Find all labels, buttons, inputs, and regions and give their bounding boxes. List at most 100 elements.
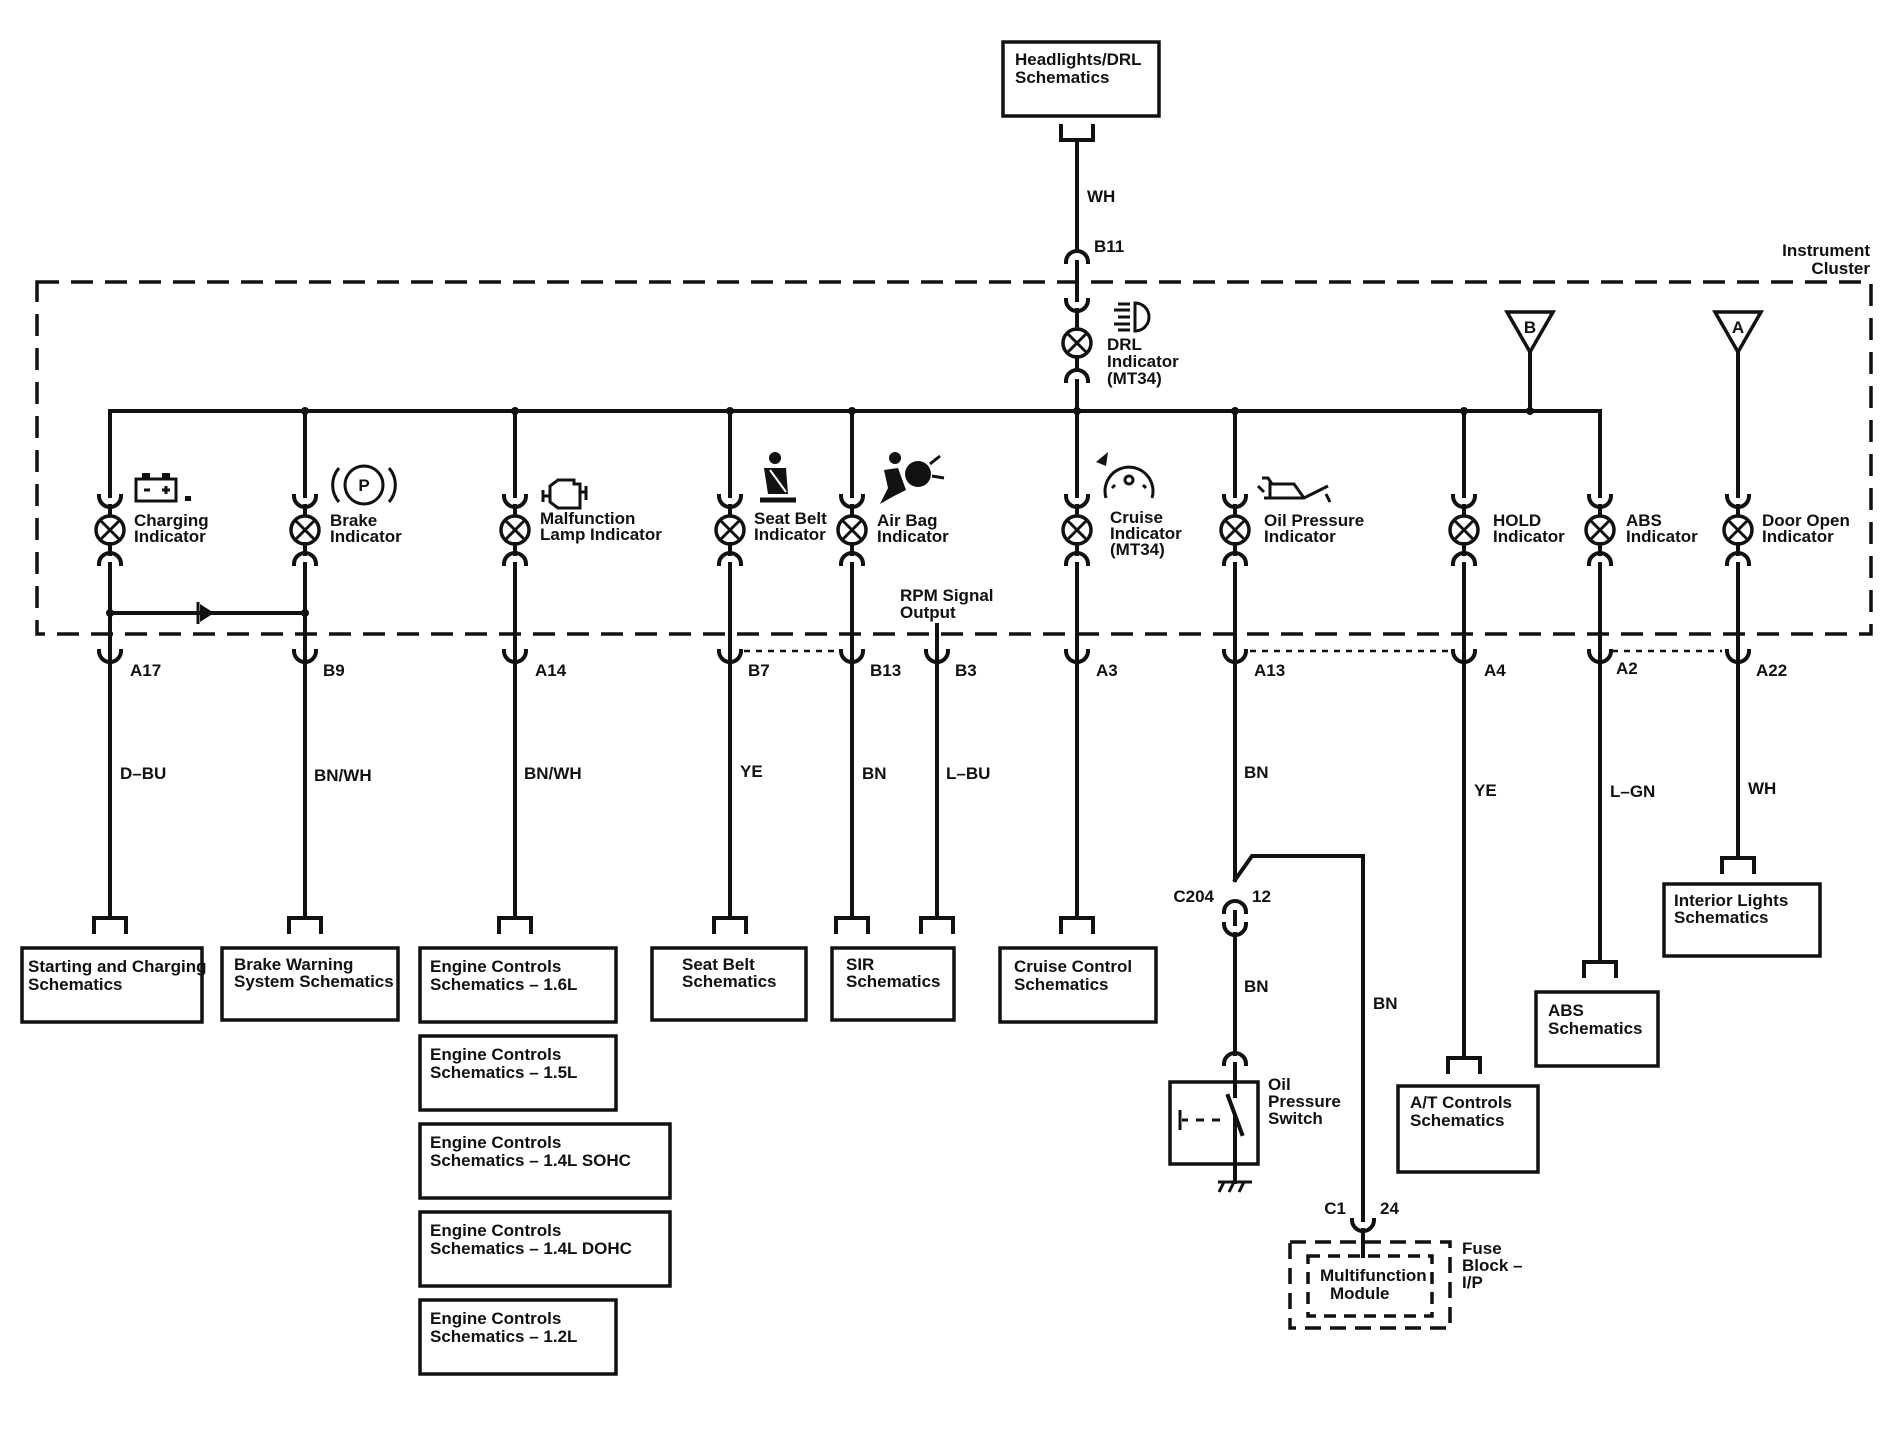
pin-a4: A4 — [1484, 661, 1506, 680]
svg-text:Schematics: Schematics — [1014, 975, 1109, 994]
svg-text:Interior Lights: Interior Lights — [1674, 891, 1788, 910]
headlamp-icon — [1114, 301, 1151, 333]
svg-text:Schematics: Schematics — [1410, 1111, 1505, 1130]
wire-foot-7 — [1446, 1056, 1482, 1074]
mfm-label-line1: Multifunction — [1320, 1266, 1427, 1285]
wire-foot-5 — [919, 916, 955, 934]
svg-text:Cruise Control: Cruise Control — [1014, 957, 1132, 976]
mil-label-line1: Malfunction — [540, 509, 635, 528]
seat-belt-schematics-box[interactable]: Seat Belt Schematics — [650, 946, 808, 1022]
multifunction-module[interactable] — [1306, 1254, 1434, 1318]
engine-controls-16l-schematics-box[interactable]: Engine Controls Schematics – 1.6L — [418, 946, 618, 1024]
oil-pressure-switch[interactable] — [1168, 1062, 1260, 1184]
cluster-label-line2: Cluster — [1811, 259, 1870, 278]
svg-text:Seat Belt: Seat Belt — [682, 955, 755, 974]
starting-charging-schematics-box[interactable]: Starting and Charging Schematics — [20, 946, 207, 1024]
at-controls-schematics-box[interactable]: A/T Controls Schematics — [1396, 1084, 1540, 1174]
abs-label-line2: Indicator — [1626, 527, 1698, 546]
svg-text:System Schematics: System Schematics — [234, 972, 394, 991]
engine-controls-14l-sohc-schematics-box[interactable]: Engine Controls Schematics – 1.4L SOHC — [418, 1122, 672, 1200]
cruise-control-schematics-box[interactable]: Cruise Control Schematics — [998, 946, 1158, 1024]
oil-switch-label-line1: Oil — [1268, 1075, 1291, 1094]
pin-b13: B13 — [870, 661, 901, 680]
svg-text:Schematics – 1.4L DOHC: Schematics – 1.4L DOHC — [430, 1239, 632, 1258]
wire-color-bn-4: BN — [1373, 994, 1398, 1013]
mfm-label-line2: Module — [1330, 1284, 1390, 1303]
headlights-line2: Schematics — [1015, 68, 1110, 87]
battery-icon — [134, 473, 191, 503]
pin-a13: A13 — [1254, 661, 1285, 680]
svg-text:B: B — [1524, 318, 1536, 337]
engine-controls-14l-dohc-schematics-box[interactable]: Engine Controls Schematics – 1.4L DOHC — [418, 1210, 672, 1288]
charging-label-line1: Charging — [134, 511, 209, 530]
instrument-cluster-boundary — [35, 280, 1873, 636]
abs-schematics-box[interactable]: ABS Schematics — [1534, 990, 1660, 1068]
svg-text:Schematics: Schematics — [28, 975, 123, 994]
wire-color-bn-2: BN — [1244, 763, 1269, 782]
wire-bn-fuse — [1232, 854, 1365, 1222]
svg-text:Engine Controls: Engine Controls — [430, 1221, 561, 1240]
wire-color-lbu: L–BU — [946, 764, 990, 783]
wire-foot-2 — [497, 916, 533, 934]
interior-lights-schematics-box[interactable]: Interior Lights Schematics — [1662, 882, 1822, 958]
pin-b7: B7 — [748, 661, 770, 680]
engine-controls-12l-schematics-box[interactable]: Engine Controls Schematics – 1.2L — [418, 1298, 618, 1376]
brake-label-line1: Brake — [330, 511, 377, 530]
fuse-block-boundary — [1288, 1240, 1452, 1330]
svg-text:Schematics: Schematics — [1674, 908, 1769, 927]
cruise-label-line3: (MT34) — [1110, 540, 1165, 559]
wire-headlights-color: WH — [1087, 187, 1115, 206]
c204-label: C204 — [1173, 887, 1214, 906]
connector-b11 — [1063, 249, 1091, 265]
svg-text:SIR: SIR — [846, 955, 874, 974]
drl-label-line3: (MT34) — [1107, 369, 1162, 388]
brake-label-line2: Indicator — [330, 527, 402, 546]
lamp-mil — [499, 409, 531, 652]
pin-b9: B9 — [323, 661, 345, 680]
wire-foot-4 — [834, 916, 870, 934]
wire-color-ye-1: YE — [740, 762, 763, 781]
oil-switch-label-line2: Pressure — [1268, 1092, 1341, 1111]
c204-pin: 12 — [1252, 887, 1271, 906]
door-label-line2: Indicator — [1762, 527, 1834, 546]
svg-text:Schematics – 1.5L: Schematics – 1.5L — [430, 1063, 577, 1082]
c1-label: C1 — [1324, 1199, 1346, 1218]
fuse-label-line2: Block – — [1462, 1256, 1522, 1275]
reference-b: B — [1503, 310, 1557, 356]
wire-color-bn-1: BN — [862, 764, 887, 783]
seatbelt-label-line2: Indicator — [754, 525, 826, 544]
engine-controls-15l-schematics-box[interactable]: Engine Controls Schematics – 1.5L — [418, 1034, 618, 1112]
lamp-door — [1722, 486, 1754, 652]
svg-text:Starting and Charging: Starting and Charging — [28, 957, 207, 976]
lamp-abs — [1584, 409, 1616, 652]
sir-schematics-box[interactable]: SIR Schematics — [830, 946, 956, 1022]
svg-text:Brake Warning: Brake Warning — [234, 955, 353, 974]
pin-b11: B11 — [1094, 237, 1124, 256]
headlights-drl-schematics-box[interactable]: Headlights/DRL Schematics — [1001, 40, 1161, 118]
svg-text:Schematics – 1.2L: Schematics – 1.2L — [430, 1327, 577, 1346]
pin-a17: A17 — [130, 661, 161, 680]
diode-symbol — [196, 602, 214, 624]
svg-text:Schematics: Schematics — [1548, 1019, 1643, 1038]
svg-text:Schematics – 1.6L: Schematics – 1.6L — [430, 975, 577, 994]
charging-label-line2: Indicator — [134, 527, 206, 546]
pin-b3: B3 — [955, 661, 977, 680]
brake-warning-schematics-box[interactable]: Brake Warning System Schematics — [220, 946, 400, 1022]
svg-text:Engine Controls: Engine Controls — [430, 1309, 561, 1328]
oil-label-line2: Indicator — [1264, 527, 1336, 546]
wire-foot-1 — [287, 916, 323, 934]
parking-brake-icon: P — [331, 464, 397, 506]
pin-a22: A22 — [1756, 661, 1787, 680]
svg-text:A/T Controls: A/T Controls — [1410, 1093, 1512, 1112]
cluster-label-line1: Instrument — [1782, 241, 1870, 260]
svg-text:Schematics: Schematics — [682, 972, 777, 991]
abs-label-line1: ABS — [1626, 511, 1662, 530]
door-label-line1: Door Open — [1762, 511, 1850, 530]
airbag-label-line2: Indicator — [877, 527, 949, 546]
connector-c204-top — [1221, 899, 1249, 915]
seatbelt-person-icon — [760, 452, 796, 503]
wire-foot-0 — [92, 916, 128, 934]
rpm-label-line2: Output — [900, 603, 956, 622]
wire-foot-3 — [712, 916, 748, 934]
